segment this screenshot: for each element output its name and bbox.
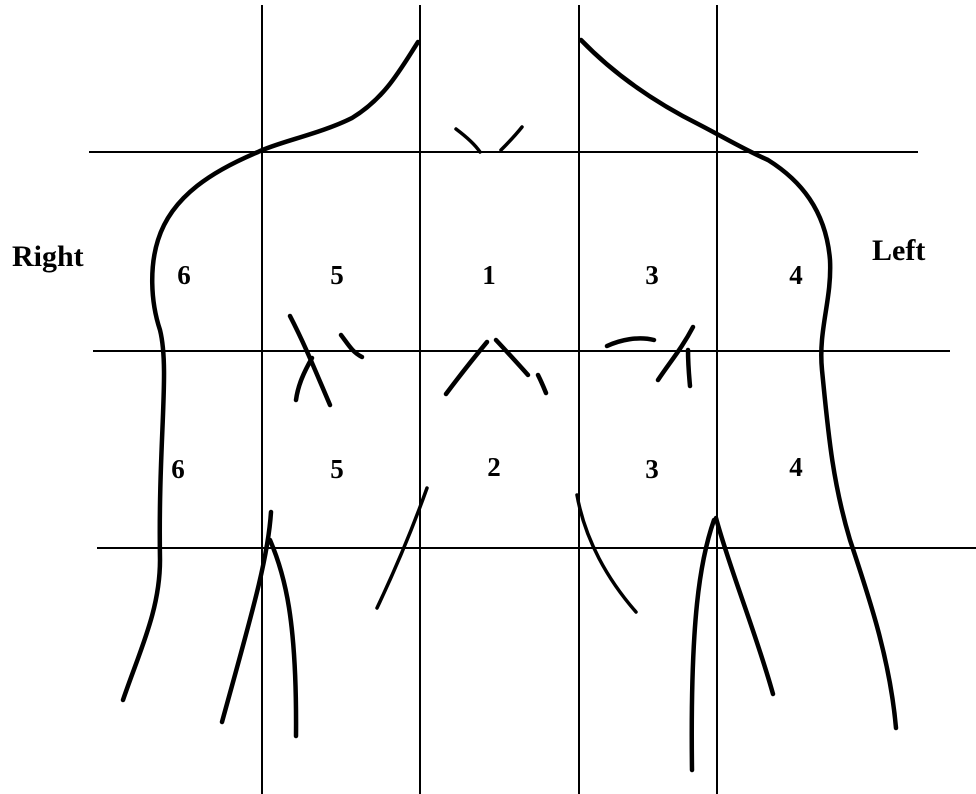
collarbone-mark	[501, 127, 522, 150]
left-side-label: Left	[872, 236, 925, 266]
chest-marks	[290, 316, 693, 405]
neck-notch	[456, 127, 522, 152]
left-nipple-mark	[688, 350, 690, 386]
zone-label-upper-1: 1	[482, 262, 496, 289]
zone-label-upper-6: 6	[177, 262, 191, 289]
sternum-mark	[538, 375, 546, 393]
zone-label-lower-3: 3	[645, 456, 659, 483]
zone-label-lower-2: 2	[487, 454, 501, 481]
left-shoulder-outline	[581, 40, 896, 728]
zone-label-lower-6: 6	[171, 456, 185, 483]
right-side-label: Right	[12, 242, 84, 272]
right-arm-inner-line-2	[270, 540, 296, 736]
zone-label-lower-5: 5	[330, 456, 344, 483]
zone-label-upper-5: 5	[330, 262, 344, 289]
right-arm-inner-line	[222, 512, 271, 722]
right-nipple-mark	[296, 358, 312, 400]
zone-label-upper-3: 3	[645, 262, 659, 289]
left-waist-line	[577, 495, 636, 612]
collarbone-mark	[456, 129, 480, 152]
left-arm-inner-line	[692, 520, 714, 770]
body-outline	[123, 40, 896, 770]
zone-label-upper-4: 4	[789, 262, 803, 289]
zone-label-lower-4: 4	[789, 454, 803, 481]
right-nipple-mark	[341, 335, 362, 357]
sternum-mark	[496, 340, 528, 375]
grid-lines	[89, 5, 976, 794]
left-nipple-mark	[607, 338, 654, 346]
left-arm-inner-line-2	[716, 518, 773, 694]
right-shoulder-outline	[123, 42, 418, 700]
sternum-mark	[446, 342, 487, 394]
